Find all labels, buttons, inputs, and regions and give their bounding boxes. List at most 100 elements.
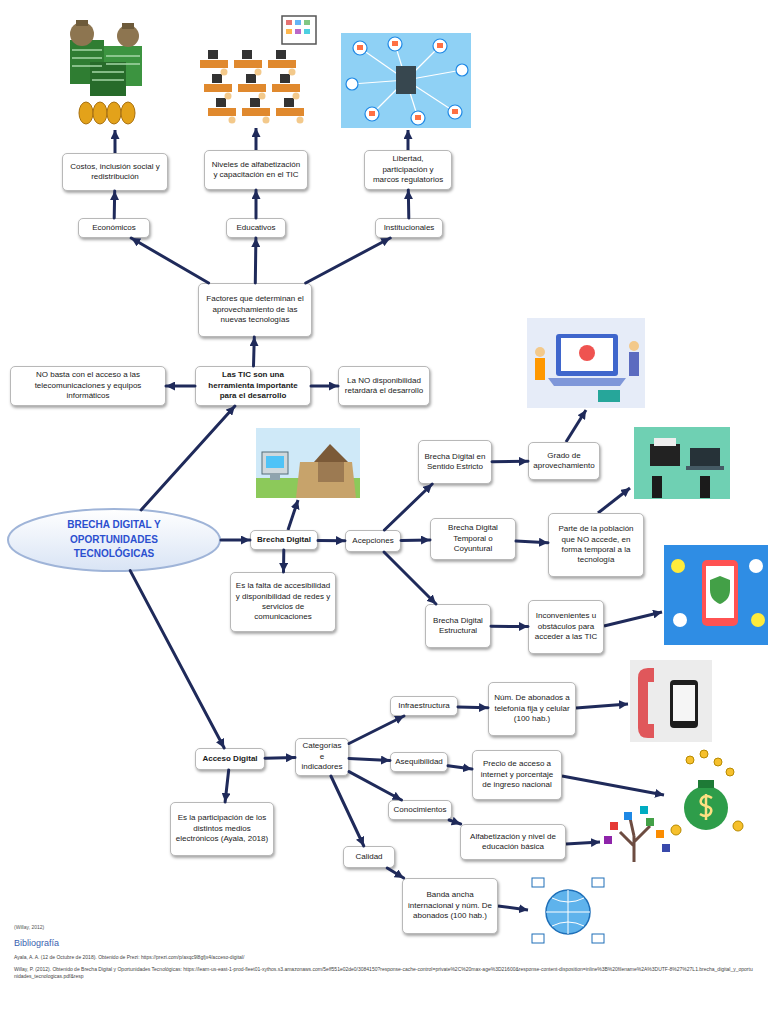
screen bbox=[266, 456, 284, 468]
illustration-part bbox=[204, 84, 232, 92]
bag-tie bbox=[122, 23, 134, 29]
connector-arrow bbox=[252, 337, 256, 366]
illustration-part bbox=[280, 74, 290, 83]
illustration-part bbox=[242, 108, 270, 116]
illustration-part bbox=[646, 818, 654, 826]
connector-arrow bbox=[516, 541, 548, 543]
illustration-part bbox=[714, 758, 722, 766]
illustration-part bbox=[640, 806, 648, 814]
desks bbox=[200, 60, 304, 116]
concept-box: Acepciones bbox=[345, 530, 401, 552]
person bbox=[629, 341, 639, 351]
illustration-part bbox=[598, 488, 630, 513]
connector-arrow bbox=[384, 484, 432, 530]
reference-text: (Willay, 2012) bbox=[14, 924, 214, 931]
node-text: Asequibilidad bbox=[395, 757, 443, 767]
concept-box: Grado de aprovechamiento bbox=[528, 442, 600, 480]
money-bag bbox=[684, 786, 728, 830]
illustration-part bbox=[250, 98, 260, 107]
illustration-part bbox=[604, 612, 662, 626]
illustration-part bbox=[200, 60, 228, 68]
reference-text: Willay, P. (2012). Obtenido de Brecha Di… bbox=[14, 966, 754, 979]
coin bbox=[93, 102, 107, 124]
smartphone bbox=[670, 680, 698, 728]
concept-box: Asequibilidad bbox=[390, 752, 448, 772]
node-text: Núm. De abonados a telefonía fija y celu… bbox=[493, 693, 571, 724]
illustration-part bbox=[415, 115, 421, 120]
illustration-part bbox=[263, 117, 270, 124]
connector-arrow bbox=[166, 385, 195, 388]
illustration-part bbox=[353, 41, 367, 55]
node-text: Económicos bbox=[92, 223, 136, 233]
illustration-part bbox=[238, 84, 266, 92]
illustration-part bbox=[276, 50, 286, 59]
connector-arrow bbox=[130, 571, 224, 748]
node-text: Brecha Digital en Sentido Estricto bbox=[423, 452, 487, 473]
laptop bbox=[556, 334, 618, 376]
tree-icons bbox=[604, 806, 670, 852]
globe bbox=[546, 890, 590, 934]
illustration-part bbox=[293, 93, 300, 100]
classroom-illustration bbox=[200, 16, 316, 124]
concept-box: Precio de acceso a internet y porcentaje… bbox=[472, 750, 562, 800]
illustration-part bbox=[365, 107, 379, 121]
ellipse-shape bbox=[8, 509, 220, 571]
concept-box: Libertad, participación y marcos regulat… bbox=[364, 150, 452, 190]
illustration-part bbox=[566, 410, 586, 442]
illustration-part bbox=[297, 117, 304, 124]
coin bbox=[121, 102, 135, 124]
money-illustration bbox=[70, 20, 142, 124]
concept-box: Categorías e indicadores bbox=[295, 738, 349, 776]
node-text: Factores que determinan el aprovechamien… bbox=[203, 294, 307, 325]
connector-arrow bbox=[401, 538, 430, 542]
connector-arrow bbox=[349, 772, 402, 800]
globe-illustration bbox=[532, 878, 604, 943]
connector-arrow bbox=[407, 190, 411, 218]
connector-arrow bbox=[449, 820, 461, 824]
phone bbox=[702, 560, 738, 626]
concept-box: Las TIC son una herramienta importante p… bbox=[195, 366, 311, 406]
laptop-base bbox=[686, 466, 724, 470]
laptop bbox=[690, 448, 720, 466]
connector-arrow bbox=[458, 705, 488, 709]
illustration-part bbox=[566, 842, 600, 844]
concept-box: Brecha Digital Estructural bbox=[425, 604, 491, 648]
title-ellipse: BRECHA DIGITAL Y OPORTUNIDADES TECNOLÓGI… bbox=[5, 506, 223, 574]
connector-arrow bbox=[254, 238, 258, 283]
illustration-part bbox=[289, 69, 296, 76]
concept-box: La NO disponibilidad retardará el desarr… bbox=[338, 366, 430, 406]
monitors bbox=[208, 50, 294, 107]
connector-arrow bbox=[491, 625, 528, 628]
network-icons bbox=[357, 41, 458, 120]
board bbox=[282, 16, 316, 44]
node-text: Parte de la población que NO accede, en … bbox=[553, 524, 639, 566]
fence bbox=[296, 462, 356, 498]
node-text: Las TIC son una herramienta importante p… bbox=[200, 370, 306, 401]
concept-box: Es la falta de accesibilidad y disponibi… bbox=[230, 572, 336, 632]
illustration-part bbox=[229, 117, 236, 124]
concept-box: Banda ancha internacional y núm. De abon… bbox=[402, 878, 498, 934]
node-text: Educativos bbox=[236, 223, 275, 233]
sky bbox=[256, 428, 360, 498]
illustration-part bbox=[532, 878, 544, 887]
connector-arrow bbox=[255, 190, 258, 218]
board-icon bbox=[304, 29, 310, 34]
concept-box: Alfabetización y nivel de educación bási… bbox=[460, 824, 566, 860]
connector-arrow bbox=[221, 539, 250, 542]
illustration-part bbox=[592, 934, 604, 943]
shield bbox=[710, 576, 730, 604]
connector-arrow bbox=[113, 191, 117, 218]
person bbox=[535, 358, 545, 380]
connector-arrow bbox=[492, 460, 528, 463]
concept-box: Conocimientos bbox=[388, 800, 452, 820]
illustration-part bbox=[388, 37, 402, 51]
illustration-leaders bbox=[115, 128, 664, 910]
node-text: Es la participación de los distintos med… bbox=[175, 813, 269, 844]
illustration-part bbox=[268, 60, 296, 68]
connector-arrow bbox=[349, 716, 404, 744]
connector-arrow bbox=[265, 756, 295, 760]
typewriter bbox=[650, 444, 680, 466]
phone-bg bbox=[664, 545, 768, 645]
illustration-part bbox=[259, 93, 266, 100]
concept-box: Brecha Digital bbox=[250, 530, 318, 550]
